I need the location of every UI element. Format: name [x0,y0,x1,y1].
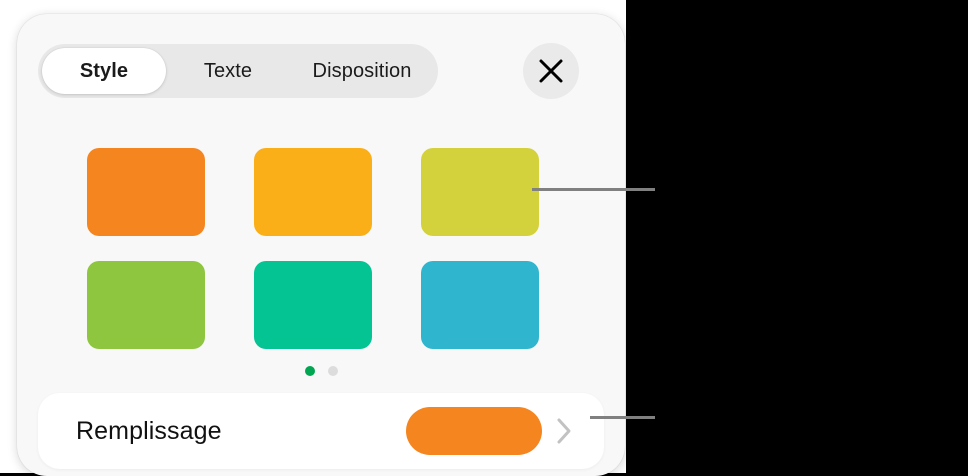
fill-row[interactable]: Remplissage [38,393,604,469]
page-indicator[interactable] [17,366,625,376]
fill-color-swatch[interactable] [406,407,542,455]
format-popover: Style Texte Disposition [17,14,625,476]
style-swatch-grid [87,148,565,352]
callout-line-fill-row [590,416,655,419]
style-swatch-yellow-green[interactable] [421,148,539,236]
close-button[interactable] [523,43,579,99]
fill-label: Remplissage [76,416,222,445]
page-dot-2[interactable] [327,366,338,376]
tab-style[interactable]: Style [42,48,166,94]
swatch-row-1 [87,148,565,236]
popover-header: Style Texte Disposition [17,14,625,120]
callout-line-style-swatch [532,188,655,191]
style-swatch-teal[interactable] [254,261,372,349]
tab-texte[interactable]: Texte [203,59,253,82]
tab-disposition[interactable]: Disposition [312,59,412,82]
style-swatch-green[interactable] [87,261,205,349]
style-swatch-amber[interactable] [254,148,372,236]
close-icon [538,58,564,84]
swatch-row-2 [87,261,565,349]
style-swatch-blue[interactable] [421,261,539,349]
page-dot-1[interactable] [304,366,315,376]
segmented-control[interactable]: Style Texte Disposition [38,44,438,98]
chevron-right-icon [556,417,572,445]
style-swatch-orange[interactable] [87,148,205,236]
fill-disclosure-button[interactable] [542,417,586,445]
